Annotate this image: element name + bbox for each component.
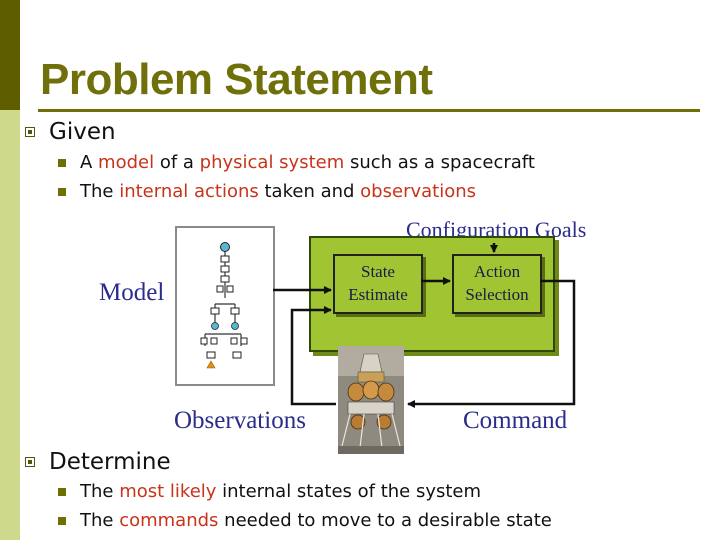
text-run: The: [80, 510, 120, 531]
command-label: Command: [463, 407, 568, 434]
sub-bullet-icon: [58, 488, 66, 496]
determine-item-1: The most likely internal states of the s…: [80, 483, 481, 501]
given-item-1: A model of a physical system such as a s…: [80, 154, 535, 172]
highlight-model: model: [98, 152, 155, 173]
text-run: such as a spacecraft: [344, 152, 535, 173]
command-loop-arrow: [407, 279, 576, 408]
observations-label: Observations: [174, 407, 306, 434]
spacecraft-image: [338, 346, 404, 454]
text-run: The: [80, 181, 120, 202]
state-estimate-line-2: Estimate: [348, 285, 408, 304]
bullet-determine-icon: [25, 457, 35, 467]
action-selection-text: Action Selection: [465, 261, 528, 307]
bullet-given-icon: [25, 127, 35, 137]
text-run: internal states of the system: [216, 481, 482, 502]
observations-loop-arrow: [290, 306, 336, 406]
state-estimate-line-1: State: [360, 262, 395, 282]
text-run: taken and: [258, 181, 361, 202]
action-selection-box: Action Selection: [452, 254, 542, 314]
title-underline: [38, 109, 700, 112]
sub-bullet-icon: [58, 517, 66, 525]
highlight-observations: observations: [360, 181, 477, 202]
given-item-2: The internal actions taken and observati…: [80, 183, 476, 201]
text-run: needed to move to a desirable state: [218, 510, 552, 531]
text-run: The: [80, 481, 120, 502]
sub-bullet-icon: [58, 188, 66, 196]
highlight-physical-system: physical system: [199, 152, 345, 173]
text-run: of a: [154, 152, 200, 173]
determine-item-2: The commands needed to move to a desirab…: [80, 512, 552, 530]
configuration-goals-label: Configuration Goals: [406, 217, 587, 242]
spacecraft-lander-icon: [338, 346, 404, 454]
model-tree-icon: [200, 242, 248, 369]
model-label: Model: [99, 279, 165, 306]
text-run: A: [80, 152, 99, 173]
action-selection-line-2: Selection: [465, 285, 529, 304]
state-estimate-text: State Estimate: [348, 261, 407, 307]
highlight-most-likely: most likely: [119, 481, 217, 502]
sidebar-bar-light: [0, 110, 20, 540]
slide-title: Problem Statement: [40, 55, 433, 104]
determine-heading: Determine: [49, 449, 171, 475]
given-heading: Given: [49, 119, 116, 145]
action-selection-line-1: Action: [473, 262, 521, 282]
highlight-commands: commands: [119, 510, 219, 531]
highlight-internal-actions: internal actions: [119, 181, 259, 202]
model-diagram-frame: [175, 226, 275, 386]
sub-bullet-icon: [58, 159, 66, 167]
state-estimate-box: State Estimate: [333, 254, 423, 314]
